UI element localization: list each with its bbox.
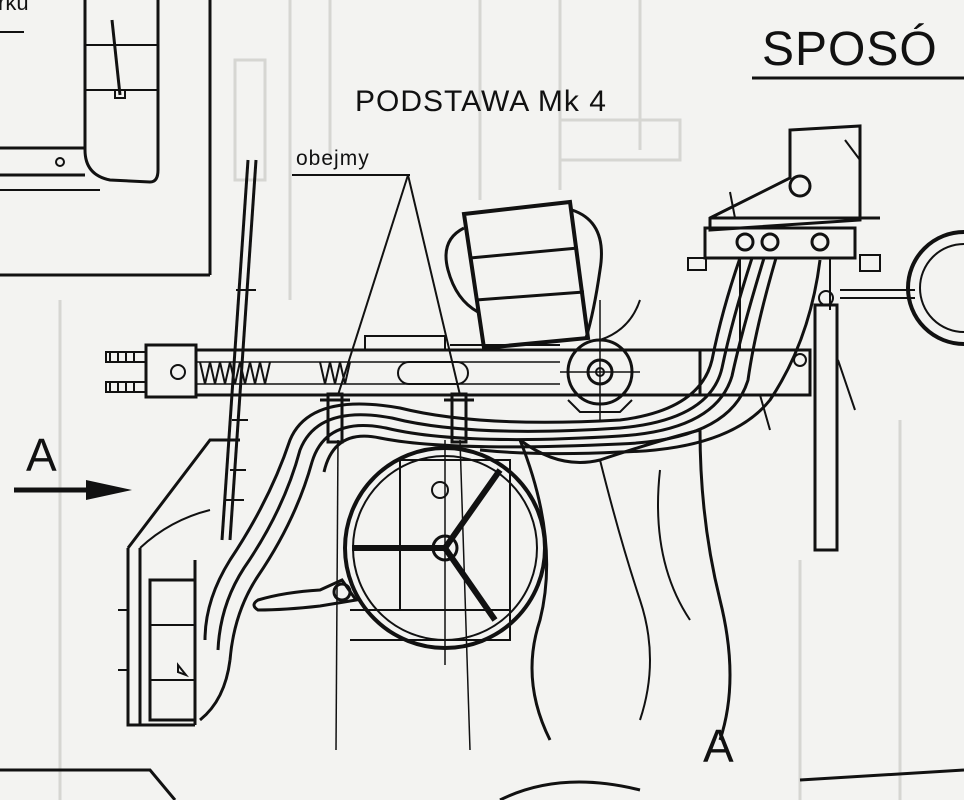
traverse-handwheel (343, 440, 547, 665)
support-post (813, 289, 915, 552)
bottom-fragments (0, 768, 964, 800)
view-arrow (14, 480, 132, 500)
tripod-frame-left (118, 438, 240, 727)
view-marker-a-bottom: A (703, 720, 734, 772)
drawing-subtitle: PODSTAWA Mk 4 (355, 85, 607, 118)
canvas-cover (518, 428, 732, 741)
pulley-wheel (560, 300, 640, 420)
callout-leaders (292, 174, 471, 751)
control-block (687, 124, 881, 431)
background-ghost-lines (58, 0, 902, 800)
gauge-dial (906, 230, 964, 346)
inset-frame (0, 0, 212, 277)
cable-clamps (320, 392, 474, 444)
vertical-rod (220, 159, 258, 541)
gun-barrel-assembly (105, 335, 700, 399)
cable-bundle (199, 257, 822, 722)
page-title: SPOSÓ (762, 23, 938, 76)
view-marker-a-left: A (26, 429, 57, 481)
inset-label-fragment: rku (0, 0, 29, 15)
ammo-box (444, 199, 641, 351)
lock-lever (252, 578, 359, 612)
callout-label-obejmy: obejmy (296, 147, 370, 170)
